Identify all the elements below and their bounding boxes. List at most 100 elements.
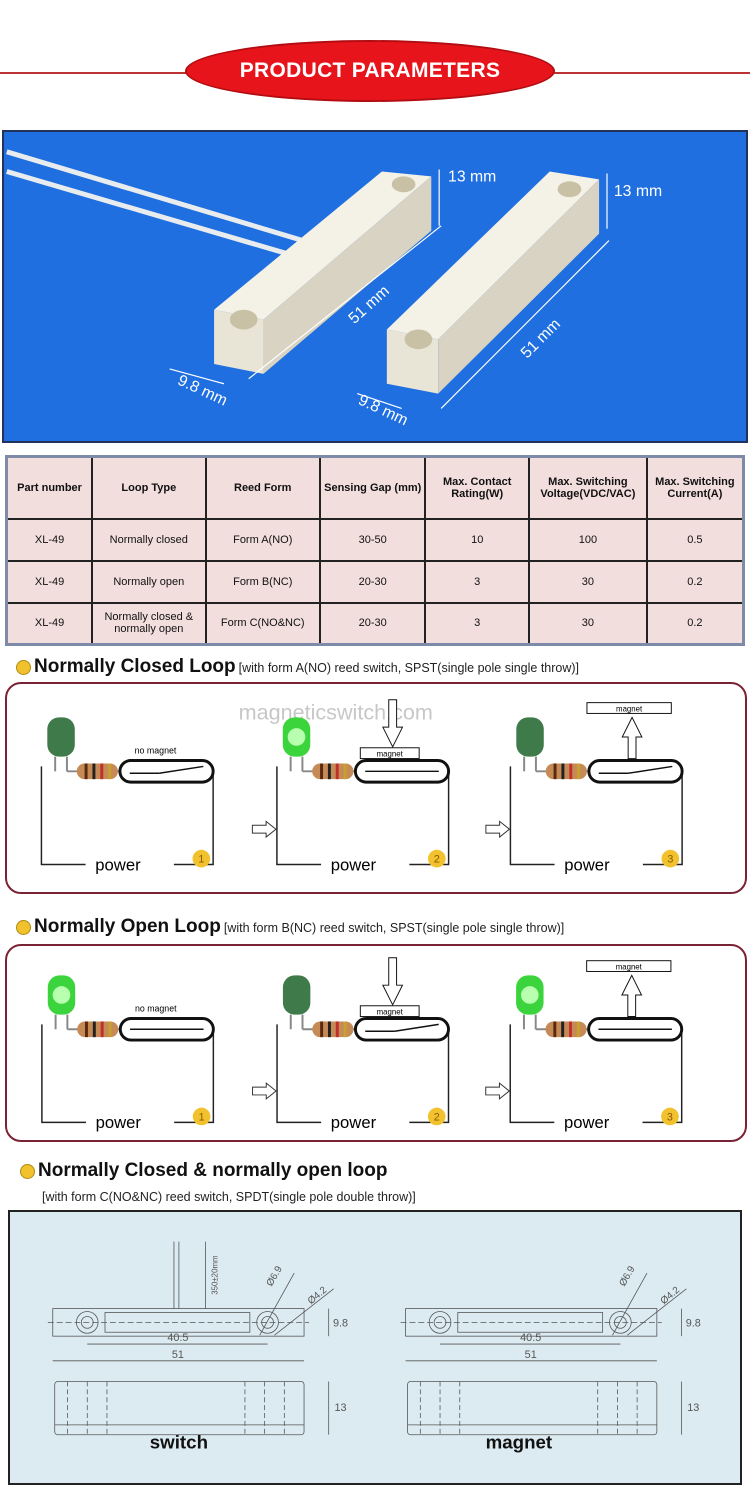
section-title-form-c: Normally Closed & normally open loop <box>20 1160 387 1182</box>
cell: Normally open <box>91 559 207 604</box>
magnet-label: magnet <box>616 963 643 972</box>
hole-span-label: 40.5 <box>520 1332 541 1344</box>
outer-hole-label: Ø6.9 <box>617 1264 637 1288</box>
inner-hole-label: Ø4.2 <box>659 1285 682 1307</box>
col-header: Sensing Gap (mm) <box>318 455 427 520</box>
cell: Normally closed & normally open <box>91 601 207 646</box>
height-label: 13 <box>334 1402 346 1414</box>
width-label: 9.8 mm <box>356 392 411 430</box>
cell: 20-30 <box>318 559 427 604</box>
cell: 100 <box>527 517 648 562</box>
magnet-label: magnet <box>377 750 404 759</box>
led-off-icon <box>516 717 544 772</box>
led-on-icon <box>516 975 544 1030</box>
power-label: power <box>564 855 610 874</box>
cell: 3 <box>424 601 530 646</box>
cell: XL-49 <box>5 559 94 604</box>
magnet-bar <box>586 702 672 714</box>
cell: 30 <box>527 601 648 646</box>
height-label: 13 mm <box>614 183 662 200</box>
header-banner: PRODUCT PARAMETERS <box>185 40 555 102</box>
loop-diagram-nc: magneticswitch.com no magnet power 1 magnet p… <box>5 682 747 894</box>
led-off-icon <box>282 975 311 1030</box>
circuit-step: magnet power 3 <box>509 960 684 1132</box>
power-label: power <box>96 1113 142 1132</box>
section-heading: Normally Closed Loop <box>34 656 236 677</box>
cell: Form C(NO&NC) <box>204 601 321 646</box>
col-header: Max. Switching Current(A) <box>645 455 745 520</box>
section-title-nc: Normally Closed Loop[with form A(NO) ree… <box>16 656 579 678</box>
reed-switch-icon <box>118 1017 215 1042</box>
step-number-badge <box>661 1107 679 1126</box>
step-number: 2 <box>434 1111 440 1123</box>
step-number-badge <box>427 1107 446 1126</box>
resistor-icon <box>535 1021 589 1038</box>
length-label: 51 <box>525 1349 537 1361</box>
bullet-icon <box>20 1163 35 1179</box>
cable <box>6 149 304 258</box>
cell: 20-30 <box>318 601 427 646</box>
section-heading: Normally Closed & normally open loop <box>38 1160 388 1181</box>
power-label: power <box>331 855 377 874</box>
circuit-step: no magnet power 1 <box>40 717 215 874</box>
spec-table: Part number Loop Type Reed Form Sensing … <box>5 455 745 646</box>
section-note: [with form C(NO&NC) reed switch, SPDT(si… <box>42 1190 416 1204</box>
step-number: 3 <box>667 854 673 866</box>
width-label: 9.8 <box>686 1317 701 1329</box>
lead-length-label: 350±20mm <box>210 1255 219 1295</box>
watermark: magneticswitch.com <box>239 699 433 724</box>
magnet-bar <box>359 747 420 760</box>
bullet-icon <box>16 659 31 675</box>
section-note: [with form B(NC) reed switch, SPST(singl… <box>223 921 565 935</box>
led-on-icon <box>47 975 76 1030</box>
resistor-icon <box>67 1021 121 1038</box>
col-header: Loop Type <box>91 455 207 520</box>
drawing-caption: switch <box>150 1432 208 1453</box>
reed-switch-icon <box>587 1017 684 1042</box>
reed-switch-icon <box>353 759 451 784</box>
cell: 0.2 <box>645 559 745 604</box>
magnet-label: no magnet <box>135 746 177 756</box>
arrow-down-icon <box>382 699 404 748</box>
cell: 30-50 <box>318 517 427 562</box>
col-header: Reed Form <box>204 455 321 520</box>
step-number-badge <box>661 849 680 868</box>
col-header: Max. Contact Rating(W) <box>424 455 530 520</box>
step-number: 2 <box>434 854 440 866</box>
dimension-lines <box>169 169 610 409</box>
next-arrow-icon <box>252 1082 277 1100</box>
section-heading: Normally Open Loop <box>34 916 221 937</box>
step-number: 3 <box>667 1111 673 1123</box>
cell: 3 <box>424 559 530 604</box>
reed-switch-icon <box>118 759 215 784</box>
step-number-badge <box>192 1107 211 1126</box>
circuit-step: magnet power 3 <box>509 702 684 874</box>
cell: 10 <box>424 517 530 562</box>
step-number: 1 <box>198 854 204 866</box>
section-note: [with form A(NO) reed switch, SPST(singl… <box>238 661 580 675</box>
section-title-no: Normally Open Loop[with form B(NC) reed … <box>16 916 564 938</box>
cell: 0.2 <box>645 601 745 646</box>
product-photo: 13 mm 13 mm 51 mm 51 mm 9.8 mm 9.8 mm <box>2 130 748 443</box>
switch-body <box>214 171 432 374</box>
power-label: power <box>564 1113 610 1132</box>
height-label: 13 <box>687 1402 699 1414</box>
cell: Form B(NC) <box>204 559 321 604</box>
magnet-label: magnet <box>616 704 643 713</box>
next-arrow-icon <box>485 820 511 839</box>
page-title: PRODUCT PARAMETERS <box>239 59 501 82</box>
next-arrow-icon <box>485 1082 511 1100</box>
magnet-bar <box>586 960 672 972</box>
circuit-step: magnet power 2 <box>276 699 451 874</box>
step-number: 1 <box>199 1111 205 1123</box>
power-label: power <box>95 855 141 874</box>
outer-hole-label: Ø6.9 <box>265 1264 285 1288</box>
cell: Form A(NO) <box>204 517 321 562</box>
cell: XL-49 <box>5 601 94 646</box>
